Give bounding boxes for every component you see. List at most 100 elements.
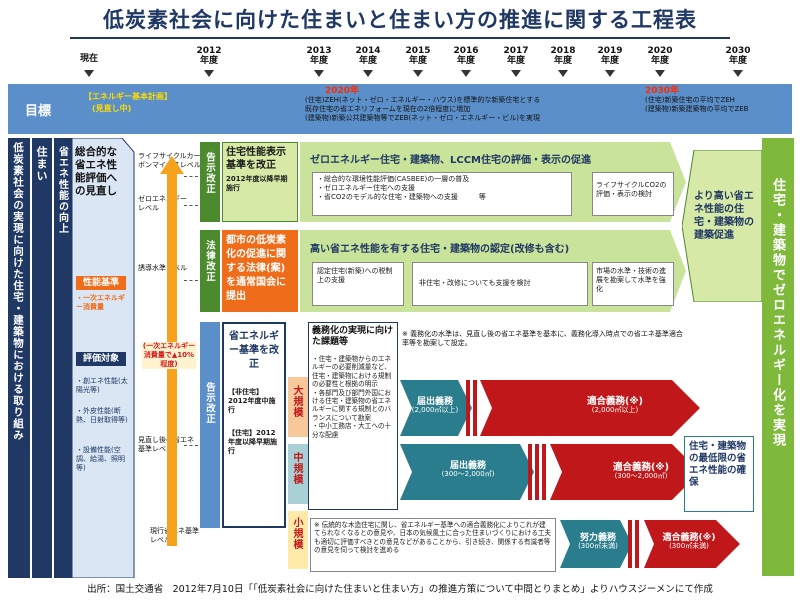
- medium-submit: 届出義務: [449, 461, 486, 471]
- label-row-items: ・総合的な環境性能評価(CASBEE)の一層の普及 ・ゼロエネルギー住宅への支援…: [312, 172, 572, 216]
- goal-2020: 2020年 (住宅)ZEH(ネット・ゼロ・エネルギー・ハウス)を標準的な新築住宅…: [305, 86, 635, 132]
- timeline-tick-mark: [84, 70, 94, 77]
- plan-sub: (見直し中): [92, 104, 132, 113]
- goal-2030-title: 2030年: [645, 86, 680, 96]
- timeline-tick-mark: [558, 70, 568, 77]
- timeline-tick-mark: [605, 70, 615, 77]
- final-goal: 住宅・建築物でゼロエネルギー化を実現: [762, 138, 794, 576]
- tick-unit: 年度: [408, 56, 427, 66]
- title-underline: [70, 37, 730, 39]
- level-line: [184, 176, 198, 177]
- tick-year: 2018: [550, 46, 576, 56]
- tick-year: 2013: [306, 46, 332, 56]
- large-submit: 届出義務: [416, 397, 453, 407]
- tag-std-row: 告示改正: [200, 322, 220, 528]
- footer-source: 出所：国土交通省 2012年7月10日「「低炭素社会に向けた住まいと住まい方」の…: [87, 584, 713, 595]
- timeline-tick-mark: [363, 70, 373, 77]
- tick-unit: 年度: [199, 56, 218, 66]
- large-mandate: 適合義務(※): [587, 396, 643, 407]
- eval-item: ・外皮性能(断熱、日射取得等): [76, 407, 128, 424]
- small-mandate-sub: (300㎡未満): [669, 542, 709, 550]
- mid-goal-text: より高い省エネ性能の住宅・建築物の建築促進: [694, 191, 754, 241]
- goal-2020-line: (建築物)新築公共建築物等でZEB(ネット・ゼロ・エネルギー・ビル)を実現: [305, 114, 540, 122]
- goal-2020-title: 2020年: [325, 86, 360, 96]
- mid-goal-shape: [682, 150, 762, 302]
- tick-unit: 年度: [600, 56, 619, 66]
- tick-year: 2017: [503, 46, 529, 56]
- tick-year: 2016: [453, 46, 479, 56]
- medium-scale-arrows: [400, 444, 700, 500]
- goal-band: [8, 84, 792, 134]
- perf-label: 性能基準: [76, 276, 126, 290]
- tick-year: 2030: [725, 46, 751, 56]
- scale-tag-medium: 中規模: [288, 444, 308, 504]
- bottom-goal-box: 住宅・建築物の最低限の省エネ性能の確保: [684, 436, 754, 512]
- law-row-box: 都市の低炭素化の促進に関する法律(案)を通常国会に提出: [222, 230, 298, 312]
- note-bottom: ※ 伝統的な木造住宅に関し、省エネルギー基準への適合義務化によりこれが建てられな…: [314, 521, 552, 555]
- eval-label: 評価対象: [76, 352, 126, 366]
- timeline-tick-mark: [413, 70, 423, 77]
- tick-unit: 年度: [506, 56, 525, 66]
- level-line: [184, 205, 198, 206]
- page-title: 低炭素社会に向けた住まいと住まい方の推進に関する工程表: [103, 8, 697, 32]
- tick-unit: 年度: [309, 56, 328, 66]
- small-submit-sub: (300㎡未満): [578, 542, 618, 550]
- medium-submit-sub: (300～2,000㎡): [441, 470, 495, 478]
- perf-text: ・一次エネルギー消費量: [76, 294, 125, 311]
- level-line: [184, 445, 198, 446]
- goal-label: 目標: [24, 103, 51, 119]
- note-bottom-box: ※ 伝統的な木造住宅に関し、省エネルギー基準への適合義務化によりこれが建てられな…: [310, 518, 556, 572]
- timeline-tick-mark: [511, 70, 521, 77]
- medium-mandate-sub: (300～2,000㎡): [614, 472, 668, 480]
- law-market-note: 市場の水準・技術の進展を勘案して水準を強化: [592, 262, 674, 306]
- tick-unit: 年度: [650, 56, 669, 66]
- large-mandate-sub: (2,000㎡以上): [591, 406, 639, 414]
- small-mandate: 適合義務(※): [662, 533, 716, 543]
- std-box: 省エネルギー基準を改正 【非住宅】2012年度中施行 【住宅】2012年度以降早…: [222, 322, 286, 528]
- tick-year: 2015: [405, 46, 431, 56]
- large-scale-arrows: [400, 380, 700, 436]
- timeline-tick-mark: [314, 70, 324, 77]
- note-top: ※ 義務化の水準は、見直し後の省エネ基準を基本に、義務化導入時点での省エネ基準適…: [402, 330, 683, 347]
- tick-year: 2012: [196, 46, 222, 56]
- left-col-3: 省エネ性能の向上: [54, 138, 72, 578]
- large-submit-sub: (2,000㎡以上): [411, 406, 459, 414]
- goal-2020-line: 既存住宅の省エネリフォームを現在の2倍程度に増加: [305, 105, 471, 113]
- label-row-title: ゼロエネルギー住宅・建築物、LCCM住宅の評価・表示の促進: [310, 155, 592, 166]
- timeline-tick-mark: [655, 70, 665, 77]
- scale-tag-large: 大規模: [288, 377, 308, 437]
- tag-label-row: 告示改正: [200, 142, 220, 222]
- left-col-1: 低炭素社会の実現に向けた住宅・建築物における取り組み: [8, 138, 30, 578]
- tick-year: 2020: [647, 46, 673, 56]
- tag-law-row: 法律改正: [200, 230, 220, 312]
- tick-year: 2014: [355, 46, 381, 56]
- mandatory-box: 義務化の実現に向けた課題等 ・住宅・建築物からのエネルギーの必要削減量など、住宅…: [308, 322, 398, 510]
- axis-induce-label: 誘導水準レベル: [138, 264, 187, 272]
- lifecycle-note: ライフサイクルCO2の評価・表示の検討: [592, 172, 674, 216]
- goal-2020-line: (住宅)ZEH(ネット・ゼロ・エネルギー・ハウス)を標準的な新築住宅とする: [305, 96, 541, 104]
- small-scale-arrows: [560, 520, 740, 568]
- timeline-tick-mark: [204, 70, 214, 77]
- level-line: [184, 280, 198, 281]
- plan-note: 【エネルギー基本計画】: [84, 92, 172, 101]
- review-heading: 総合的な省エネ性能評価への見直し: [75, 146, 117, 197]
- eval-item: ・設備性能(空調、給湯、照明等): [76, 446, 125, 472]
- reduction-note: (一次エネルギー消費量で▲10%程度): [142, 342, 196, 369]
- tick-unit: 年度: [358, 56, 377, 66]
- eval-item: ・創エネ性能(太陽光等): [76, 377, 128, 394]
- goal-2030: 2030年 (住宅)新築住宅の平均でZEH (建築物)新築建築物の平均でZEB: [645, 86, 790, 132]
- tick-year: 現在: [79, 54, 98, 64]
- timeline-tick-mark: [733, 70, 743, 77]
- law-cert-note: 認定住宅(新築)への税制上の支援: [312, 262, 404, 306]
- law-existing-note: 非住宅・改修についても支援を検討: [412, 262, 588, 306]
- small-submit: 努力義務: [579, 533, 616, 543]
- axis-zero-label: ゼロエネルギーレベル: [138, 195, 187, 212]
